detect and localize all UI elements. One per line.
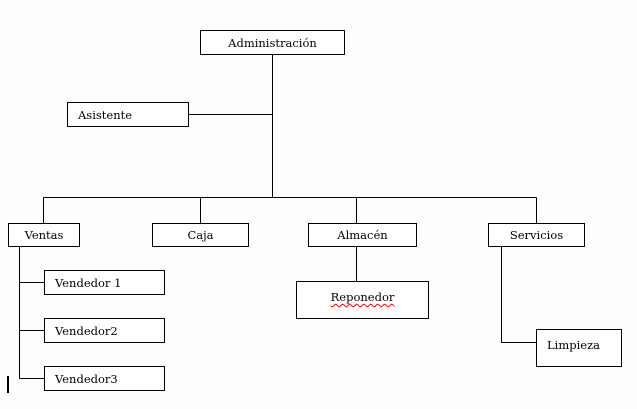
node-reponedor-label: Reponedor: [330, 290, 395, 304]
node-caja[interactable]: Caja: [152, 223, 249, 247]
node-vendedor-3[interactable]: Vendedor3: [44, 366, 165, 391]
node-administracion-label: Administración: [228, 35, 317, 50]
node-vendedor-3-label: Vendedor3: [55, 371, 118, 386]
node-ventas-label: Ventas: [24, 228, 64, 242]
node-servicios-label: Servicios: [509, 228, 564, 242]
node-almacen[interactable]: Almacén: [308, 223, 417, 247]
node-servicios[interactable]: Servicios: [488, 223, 585, 247]
node-limpieza-label: Limpieza: [547, 338, 600, 352]
node-vendedor-1[interactable]: Vendedor 1: [44, 270, 165, 295]
text-cursor: [7, 376, 9, 393]
node-reponedor[interactable]: Reponedor: [296, 281, 429, 319]
node-limpieza[interactable]: Limpieza: [536, 329, 622, 367]
node-vendedor-1-label: Vendedor 1: [55, 275, 122, 290]
node-vendedor-2[interactable]: Vendedor2: [44, 318, 165, 343]
node-asistente[interactable]: Asistente: [67, 102, 189, 127]
node-vendedor-2-label: Vendedor2: [55, 323, 118, 338]
node-administracion[interactable]: Administración: [200, 30, 345, 55]
node-caja-label: Caja: [187, 228, 214, 242]
node-ventas[interactable]: Ventas: [8, 223, 80, 247]
node-almacen-label: Almacén: [337, 228, 388, 242]
node-asistente-label: Asistente: [78, 107, 133, 122]
